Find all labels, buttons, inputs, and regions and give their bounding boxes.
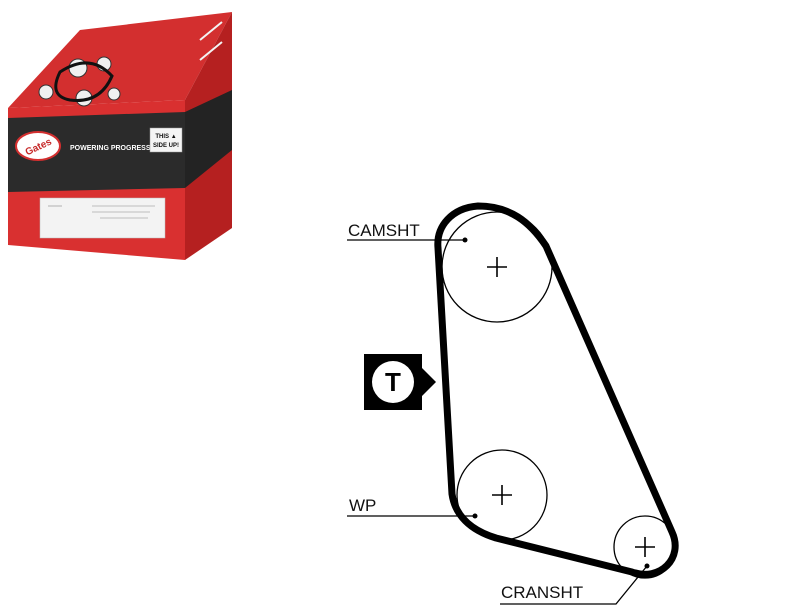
tensioner-marker: T bbox=[364, 354, 436, 410]
water-pump-center-mark bbox=[492, 485, 512, 505]
brand-slogan: POWERING PROGRESS™ bbox=[70, 145, 158, 152]
orientation-line1: THIS ▲ bbox=[155, 134, 176, 140]
camshaft-center-mark bbox=[487, 257, 507, 277]
label-fine-print bbox=[48, 205, 155, 219]
crankshaft-center-mark bbox=[635, 537, 655, 557]
leader-dots bbox=[462, 237, 650, 569]
side-decoration bbox=[199, 21, 223, 61]
camshaft-pulley bbox=[441, 211, 553, 323]
gates-logo: Gates bbox=[15, 131, 61, 161]
orientation-panel bbox=[149, 127, 183, 153]
box-top-face bbox=[8, 12, 232, 108]
product-box-image: Gates POWERING PROGRESS™ THIS ▲ SIDE UP! bbox=[8, 12, 232, 260]
camshaft-label: CAMSHT bbox=[348, 221, 420, 240]
box-brand-band bbox=[8, 112, 185, 192]
label-leader-lines bbox=[347, 239, 648, 605]
crankshaft-pulley bbox=[613, 515, 677, 579]
timing-belt bbox=[434, 202, 679, 578]
orientation-line2: SIDE UP! bbox=[153, 143, 179, 149]
kit-illustration bbox=[38, 56, 121, 107]
water-pump-pulley bbox=[456, 449, 548, 541]
box-side-band bbox=[185, 90, 232, 188]
crankshaft-label: CRANSHT bbox=[501, 583, 583, 602]
water-pump-label: WP bbox=[349, 496, 376, 515]
tensioner-label: T bbox=[385, 367, 401, 397]
